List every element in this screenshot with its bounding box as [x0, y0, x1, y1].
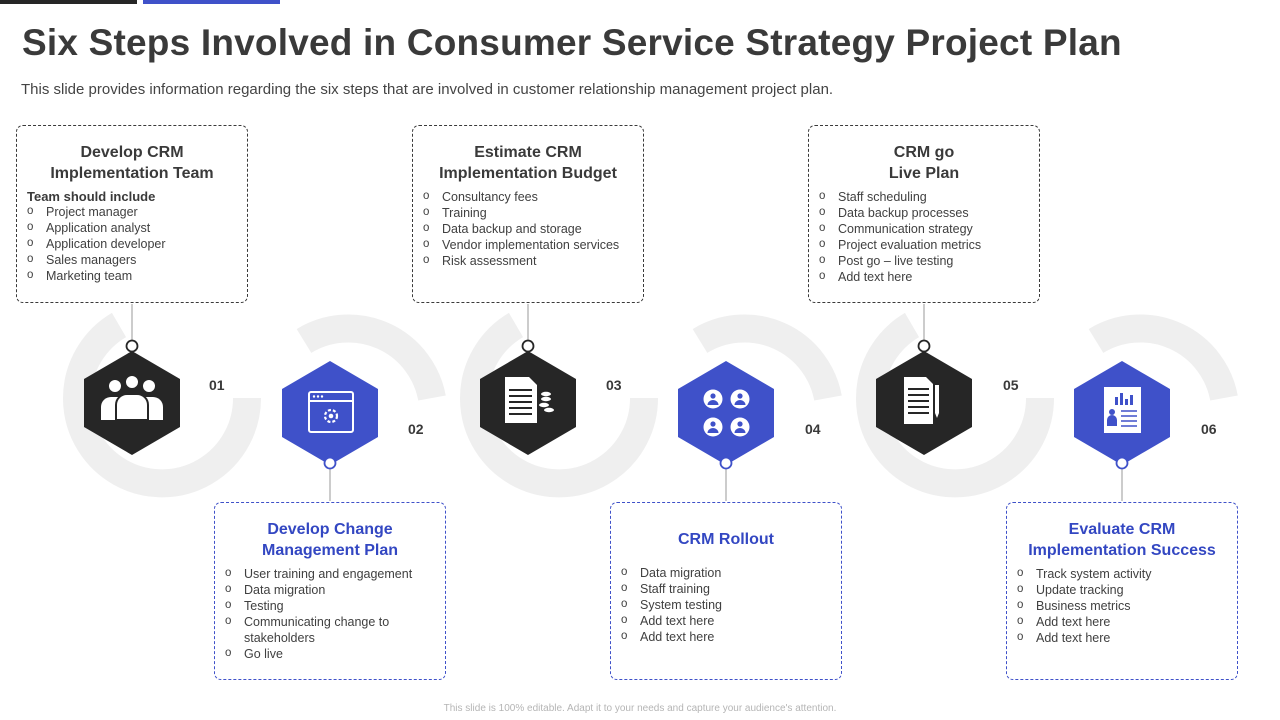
- list-item: Post go – live testing: [819, 252, 1029, 269]
- step-number-05: 05: [1003, 377, 1019, 393]
- ring-decor-04: [692, 314, 842, 402]
- team-icon: [101, 374, 163, 421]
- list-item: Communication strategy: [819, 220, 1029, 237]
- step-title: CRM Rollout: [678, 531, 774, 548]
- step-item-list: Project manager Application analyst Appl…: [27, 203, 237, 284]
- top-accent-bar-dark: [0, 0, 137, 4]
- browser-settings-icon: [308, 391, 354, 433]
- list-item: Go live: [225, 645, 435, 662]
- list-item: Business metrics: [1017, 597, 1227, 614]
- connector-dot-06: [1115, 456, 1129, 470]
- list-item: Communicating change to stakeholders: [225, 613, 435, 646]
- list-item: Training: [423, 204, 633, 221]
- step-card-01: Develop CRM Implementation Team Team sho…: [16, 125, 248, 303]
- step-card-03: Estimate CRM Implementation Budget Consu…: [412, 125, 644, 303]
- step-number-03: 03: [606, 377, 622, 393]
- step-title: Develop Change Management Plan: [261, 521, 399, 559]
- list-item: Add text here: [819, 268, 1029, 285]
- step-card-02: Develop Change Management Plan User trai…: [214, 502, 446, 680]
- ring-decor-01: [63, 312, 262, 498]
- step-item-list: Track system activity Update tracking Bu…: [1017, 565, 1227, 646]
- step-number-04: 04: [805, 421, 821, 437]
- step-item-list: Staff scheduling Data backup processes C…: [819, 188, 1029, 285]
- ring-decor-06: [1088, 314, 1238, 402]
- list-item: Vendor implementation services: [423, 236, 633, 253]
- list-item: Staff training: [621, 580, 831, 597]
- list-item: Application developer: [27, 235, 237, 252]
- ring-decor-02: [296, 314, 446, 402]
- page-title: Six Steps Involved in Consumer Service S…: [22, 22, 1122, 63]
- group-users-icon: [703, 389, 750, 437]
- list-item: User training and engagement: [225, 565, 435, 582]
- footer-note: This slide is 100% editable. Adapt it to…: [443, 703, 837, 714]
- connector-dot-02: [323, 456, 337, 470]
- list-item: Consultancy fees: [423, 188, 633, 205]
- hexagon-04: [678, 361, 774, 465]
- step-number-01: 01: [209, 377, 225, 393]
- list-item: Marketing team: [27, 267, 237, 284]
- step-title: Estimate CRM Implementation Budget: [439, 144, 617, 182]
- step-number-02: 02: [408, 421, 424, 437]
- list-item: Project manager: [27, 203, 237, 220]
- list-item: Sales managers: [27, 251, 237, 268]
- ring-decor-05: [856, 312, 1055, 498]
- list-item: Testing: [225, 597, 435, 614]
- list-item: Application analyst: [27, 219, 237, 236]
- step-card-04: CRM Rollout Data migration Staff trainin…: [610, 502, 842, 680]
- list-item: System testing: [621, 596, 831, 613]
- step-item-list: Consultancy fees Training Data backup an…: [423, 188, 633, 269]
- step-number-06: 06: [1201, 421, 1217, 437]
- connector-dot-03: [521, 339, 535, 353]
- step-title: Evaluate CRM Implementation Success: [1028, 521, 1216, 559]
- report-icon: [1104, 387, 1141, 433]
- step-card-06: Evaluate CRM Implementation Success Trac…: [1006, 502, 1238, 680]
- list-item: Data backup processes: [819, 204, 1029, 221]
- page-subtitle: This slide provides information regardin…: [21, 81, 834, 98]
- step-title: Develop CRM Implementation Team: [50, 144, 214, 182]
- step-card-05: CRM go Live Plan Staff scheduling Data b…: [808, 125, 1040, 303]
- list-item: Data migration: [225, 581, 435, 598]
- step-item-list: User training and engagement Data migrat…: [225, 565, 435, 662]
- list-item: Add text here: [1017, 613, 1227, 630]
- list-item: Add text here: [621, 612, 831, 629]
- list-item: Project evaluation metrics: [819, 236, 1029, 253]
- step-subheading: Team should include: [27, 189, 156, 204]
- list-item: Add text here: [621, 628, 831, 645]
- ring-decor-03: [460, 312, 659, 498]
- connector-dot-04: [719, 456, 733, 470]
- step-item-list: Data migration Staff training System tes…: [621, 564, 831, 645]
- list-item: Data backup and storage: [423, 220, 633, 237]
- list-item: Track system activity: [1017, 565, 1227, 582]
- document-pen-icon: [904, 377, 939, 424]
- hexagon-02: [282, 361, 378, 465]
- list-item: Staff scheduling: [819, 188, 1029, 205]
- top-accent-bar-blue: [143, 0, 280, 4]
- connector-dot-01: [125, 339, 139, 353]
- step-title: CRM go Live Plan: [888, 144, 960, 182]
- document-coins-icon: [505, 377, 554, 423]
- connector-dot-05: [917, 339, 931, 353]
- list-item: Update tracking: [1017, 581, 1227, 598]
- list-item: Data migration: [621, 564, 831, 581]
- list-item: Add text here: [1017, 629, 1227, 646]
- list-item: Risk assessment: [423, 252, 633, 269]
